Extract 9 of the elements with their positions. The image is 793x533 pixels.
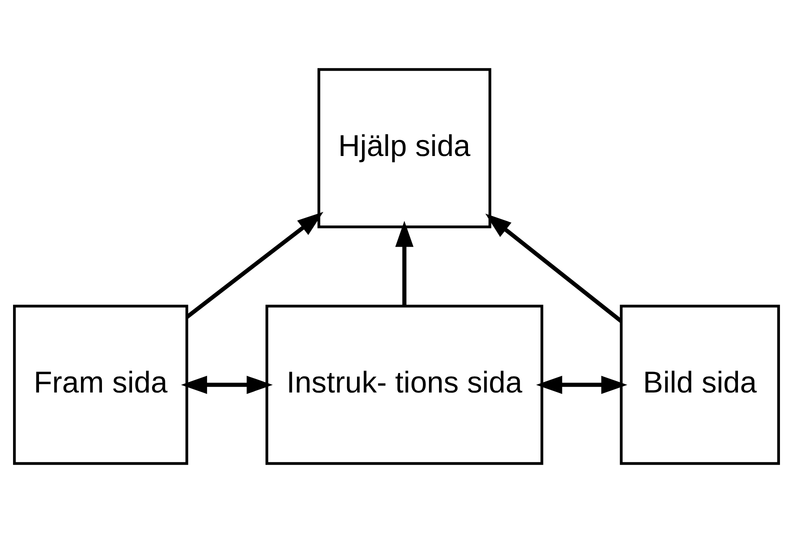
node-box: Hjälp sida [317,68,492,228]
node-box: Fram sida [13,304,188,465]
arrow [395,220,414,306]
arrow [536,376,628,394]
arrow [186,212,324,319]
arrow [181,376,273,394]
node-box: Instruk- tions sida [266,304,544,465]
node-box: Bild sida [620,304,780,465]
arrow [485,214,622,323]
